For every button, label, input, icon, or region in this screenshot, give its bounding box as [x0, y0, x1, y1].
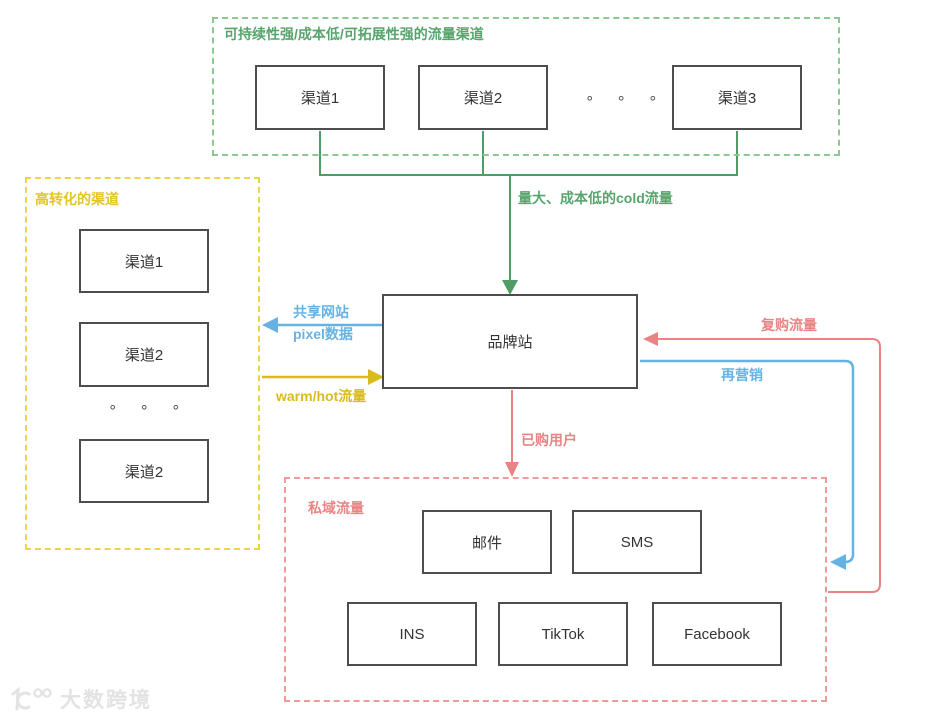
node-top-channel-2: 渠道2: [418, 65, 548, 130]
container-sustainable-channels: 可持续性强/成本低/可拓展性强的流量渠道: [212, 17, 840, 156]
edge-label-repurchase: 复购流量: [761, 317, 817, 333]
node-sms: SMS: [572, 510, 702, 574]
watermark-text: 大数跨境: [60, 689, 152, 712]
watermark-logo-icon: [11, 686, 52, 711]
node-top-channel-3: 渠道3: [672, 65, 802, 130]
container-private-domain-label: 私域流量: [308, 500, 364, 516]
container-private-domain: 私域流量: [284, 477, 827, 702]
edge-label-share-site-line1: 共享网站: [293, 304, 349, 320]
edge-pixel-arrowhead: [262, 317, 278, 333]
edge-label-cold-flow: 量大、成本低的cold流量: [518, 190, 673, 206]
node-facebook: Facebook: [652, 602, 782, 666]
left-ellipsis: ∘ ∘ ∘: [108, 399, 190, 416]
node-left-channel-2: 渠道2: [79, 322, 209, 387]
edge-label-warm-hot: warm/hot流量: [276, 388, 367, 404]
node-top-channel-1: 渠道1: [255, 65, 385, 130]
edge-cold-flow-arrowhead: [502, 280, 518, 295]
node-left-channel-1: 渠道1: [79, 229, 209, 293]
container-high-conversion-channels: 高转化的渠道: [25, 177, 260, 550]
edge-remarketing-arrowhead: [830, 554, 846, 570]
watermark: 大数跨境: [8, 684, 152, 714]
edge-label-share-site-line2: pixel数据: [293, 326, 353, 343]
container-high-conversion-label: 高转化的渠道: [35, 191, 119, 207]
node-brand-site: 品牌站: [382, 294, 638, 389]
node-email: 邮件: [422, 510, 552, 574]
edge-purchased-arrowhead: [505, 462, 519, 477]
edge-label-purchased: 已购用户: [521, 432, 577, 448]
edge-label-remarketing: 再营销: [721, 367, 763, 383]
node-tiktok: TikTok: [498, 602, 628, 666]
node-left-channel-3: 渠道2: [79, 439, 209, 503]
top-ellipsis: ∘ ∘ ∘: [585, 90, 667, 107]
edge-repurchase-arrowhead: [643, 332, 658, 346]
edge-label-share-site: 共享网站 pixel数据: [293, 301, 353, 346]
container-sustainable-label: 可持续性强/成本低/可拓展性强的流量渠道: [224, 26, 484, 42]
node-ins: INS: [347, 602, 477, 666]
